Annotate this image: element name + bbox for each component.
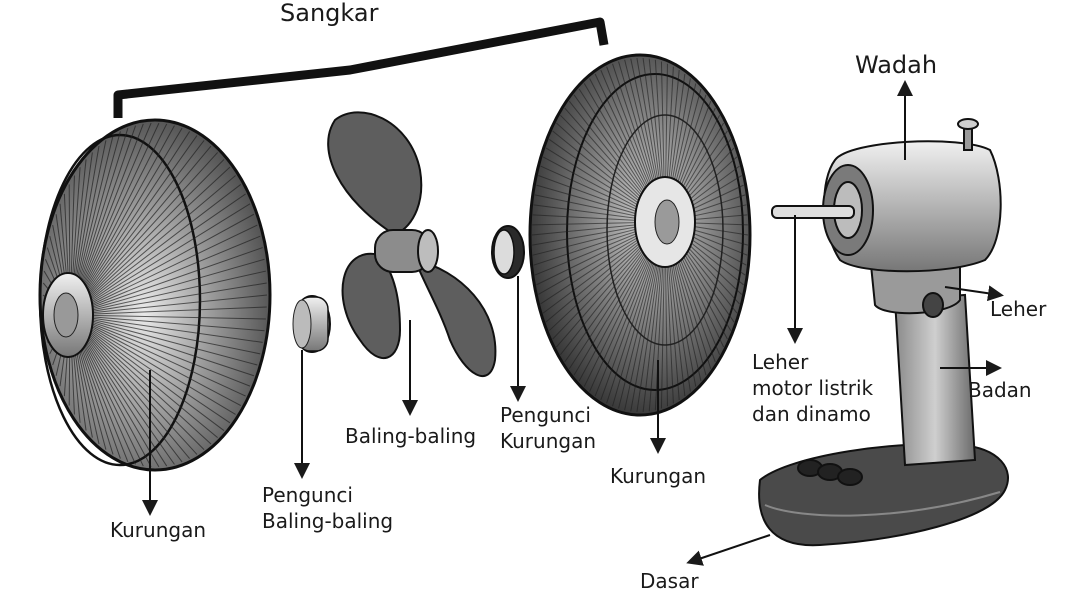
label-leher: Leher: [990, 297, 1047, 321]
front-guard-illustration: [528, 53, 752, 417]
label-baling-baling: Baling-baling: [345, 424, 477, 448]
label-leher-motor-listrik-dinamo: Leher motor listrik dan dinamo: [752, 350, 874, 426]
fan-base-assembly: [758, 118, 1009, 547]
label-badan: Badan: [968, 378, 1032, 402]
leader-lines: [142, 80, 1004, 566]
label-kurungan-left: Kurungan: [110, 518, 206, 542]
label-dasar: Dasar: [640, 569, 699, 593]
arrow-dasar: [686, 534, 771, 566]
propeller-illustration: [327, 111, 497, 377]
blade-lock-illustration: [292, 295, 331, 353]
label-pengunci-kurungan: Pengunci Kurungan: [500, 403, 596, 453]
body: [893, 293, 977, 467]
control-knobs: [797, 459, 863, 486]
label-kurungan-right: Kurungan: [610, 464, 706, 488]
arrow-leher-right: [944, 285, 1004, 302]
back-guard-illustration: [38, 118, 272, 472]
sangkar-bracket: [113, 17, 609, 118]
label-pengunci-baling-baling: Pengunci Baling-baling: [262, 483, 394, 533]
cage-lock-illustration: [491, 225, 525, 279]
label-sangkar: Sangkar: [280, 0, 379, 27]
label-wadah: Wadah: [855, 51, 938, 79]
